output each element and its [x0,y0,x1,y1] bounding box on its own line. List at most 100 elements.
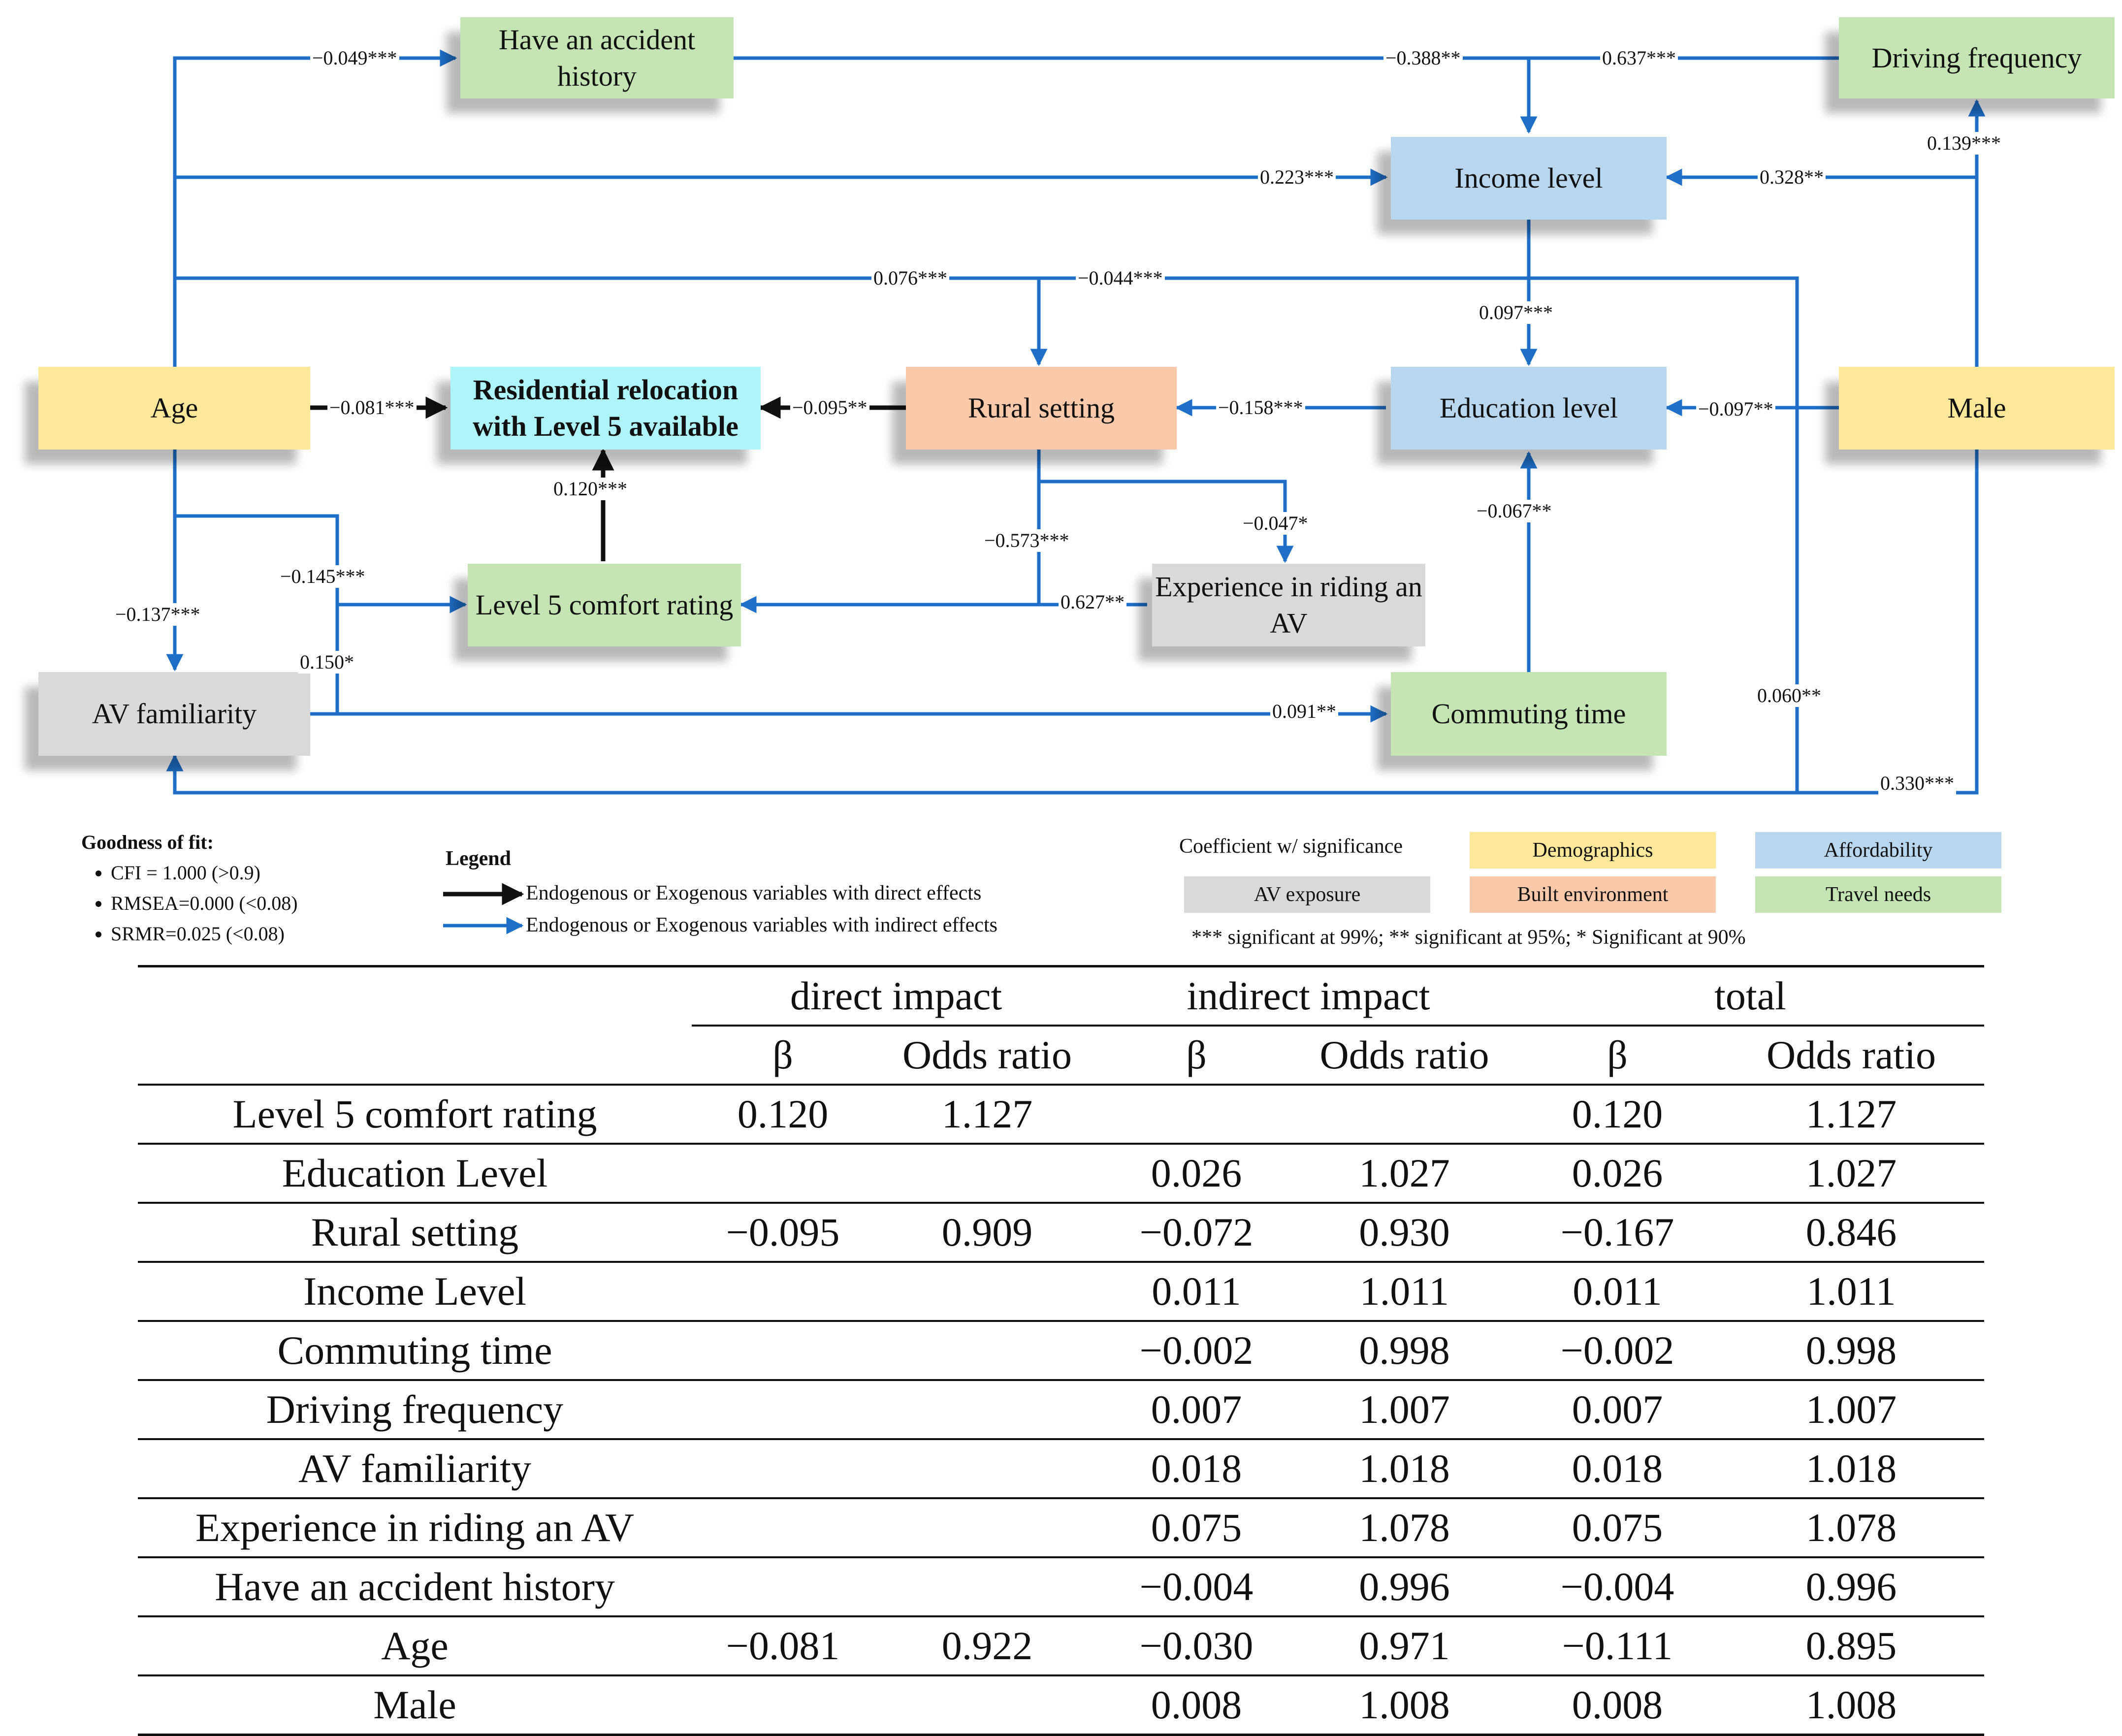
label-commuting-education: −0.067** [1475,500,1554,522]
subheader-cell: Odds ratio [902,1032,1072,1077]
row-value [874,1438,1100,1498]
swatch-av-exposure: AV exposure [1184,876,1430,913]
row-variable: Experience in riding an AV [138,1497,692,1557]
row-value [692,1143,874,1203]
node-age: Age [38,367,310,450]
node-residential-relocation: Residential relocation with Level 5 avai… [450,367,761,450]
subheader-cell: β [772,1032,793,1077]
row-value: 1.078 [1292,1497,1516,1557]
row-value: −0.004 [1516,1556,1718,1616]
row-variable: Education Level [138,1143,692,1203]
node-male: Male [1839,367,2115,450]
row-variable: Income Level [138,1261,692,1321]
row-value: 1.011 [1292,1261,1516,1321]
row-value: 0.008 [1100,1674,1292,1736]
row-variable: Commuting time [138,1320,692,1380]
path-edges [166,49,1986,934]
edge-age-education [1039,276,1799,793]
table-corner [138,965,692,1026]
node-comfort-rating: Level 5 comfort rating [468,564,741,646]
legend-direct-label: Endogenous or Exogenous variables with d… [526,882,982,904]
swatch-affordability: Affordability [1755,832,2001,868]
row-value: 0.007 [1100,1379,1292,1439]
significance-note: *** significant at 99%; ** significant a… [1191,926,1746,949]
node-rural-setting: Rural setting [906,367,1177,450]
row-value [692,1379,874,1439]
swatch-built-environment: Built environment [1470,876,1716,913]
label-age-rural: 0.076*** [871,267,949,289]
table-subheader: β Odds ratio β Odds ratio β Odds ratio [138,1026,1984,1085]
label-rural-experience: −0.047* [1241,512,1310,535]
label-age-comfort: −0.145*** [278,565,367,588]
row-value [1100,1084,1292,1144]
row-value: −0.072 [1100,1202,1292,1262]
row-value: 0.895 [1718,1615,1984,1675]
label-comfort-relocation: 0.120*** [551,478,629,500]
table-group-header: direct impact indirect impact total [138,965,1984,1027]
row-value: 1.018 [1292,1438,1516,1498]
edge-rural-experience [1037,448,1294,563]
label-familiarity-commuting: 0.091** [1270,700,1338,723]
row-value [692,1320,874,1380]
goodness-list: CFI = 1.000 (>0.9) RMSEA=0.000 (<0.08) S… [81,858,298,949]
row-value [874,1674,1100,1736]
row-value: 1.008 [1292,1674,1516,1736]
row-value: 1.127 [874,1084,1100,1144]
goodness-title: Goodness of fit: [81,831,214,853]
label-driving-income: 0.637*** [1600,47,1678,69]
edge-rural-comfort [739,448,1041,613]
row-value: −0.002 [1516,1320,1718,1380]
row-value: −0.167 [1516,1202,1718,1262]
label-male-education: −0.097** [1696,398,1775,420]
row-value [874,1556,1100,1616]
row-value [874,1379,1100,1439]
label-male-familiarity-2: 0.060** [1755,684,1823,707]
subheader-cell: β [1186,1032,1207,1077]
row-value [874,1320,1100,1380]
row-value: 0.922 [874,1615,1100,1675]
row-value: 0.998 [1718,1320,1984,1380]
row-value: 1.008 [1718,1674,1984,1736]
subheader-blank [138,1026,692,1085]
row-value: 1.007 [1718,1379,1984,1439]
legend-indirect-label: Endogenous or Exogenous variables with i… [526,914,997,936]
label-experience-comfort: 0.627** [1059,591,1126,613]
group-indirect: indirect impact [1100,965,1516,1027]
row-value: 0.909 [874,1202,1100,1262]
label-rural-relocation: −0.095** [790,396,869,419]
edge-age-rural [175,276,1048,366]
row-value: 0.011 [1100,1261,1292,1321]
row-value [874,1143,1100,1203]
subheader-cell: β [1607,1032,1628,1077]
row-variable: AV familiarity [138,1438,692,1498]
node-income-level: Income level [1391,137,1667,220]
node-education-level: Education level [1391,367,1667,450]
row-value [874,1497,1100,1557]
row-variable: Age [138,1615,692,1675]
row-value [1292,1084,1516,1144]
edge-age-accident [173,49,457,367]
row-value: 0.120 [692,1084,874,1144]
row-value: 0.075 [1516,1497,1718,1557]
swatch-demographics: Demographics [1470,832,1716,868]
node-experience-riding: Experience in riding an AV [1152,564,1425,646]
label-age-education: −0.044*** [1076,267,1165,289]
node-driving-frequency: Driving frequency [1839,17,2115,98]
group-direct: direct impact [692,965,1100,1027]
row-value [692,1497,874,1557]
node-accident-history: Have an accident history [460,17,734,98]
row-value: 0.011 [1516,1261,1718,1321]
goodness-item: SRMR=0.025 (<0.08) [111,919,298,949]
row-variable: Level 5 comfort rating [138,1084,692,1144]
label-age-familiarity: −0.137*** [113,603,202,626]
row-value: 0.075 [1100,1497,1292,1557]
